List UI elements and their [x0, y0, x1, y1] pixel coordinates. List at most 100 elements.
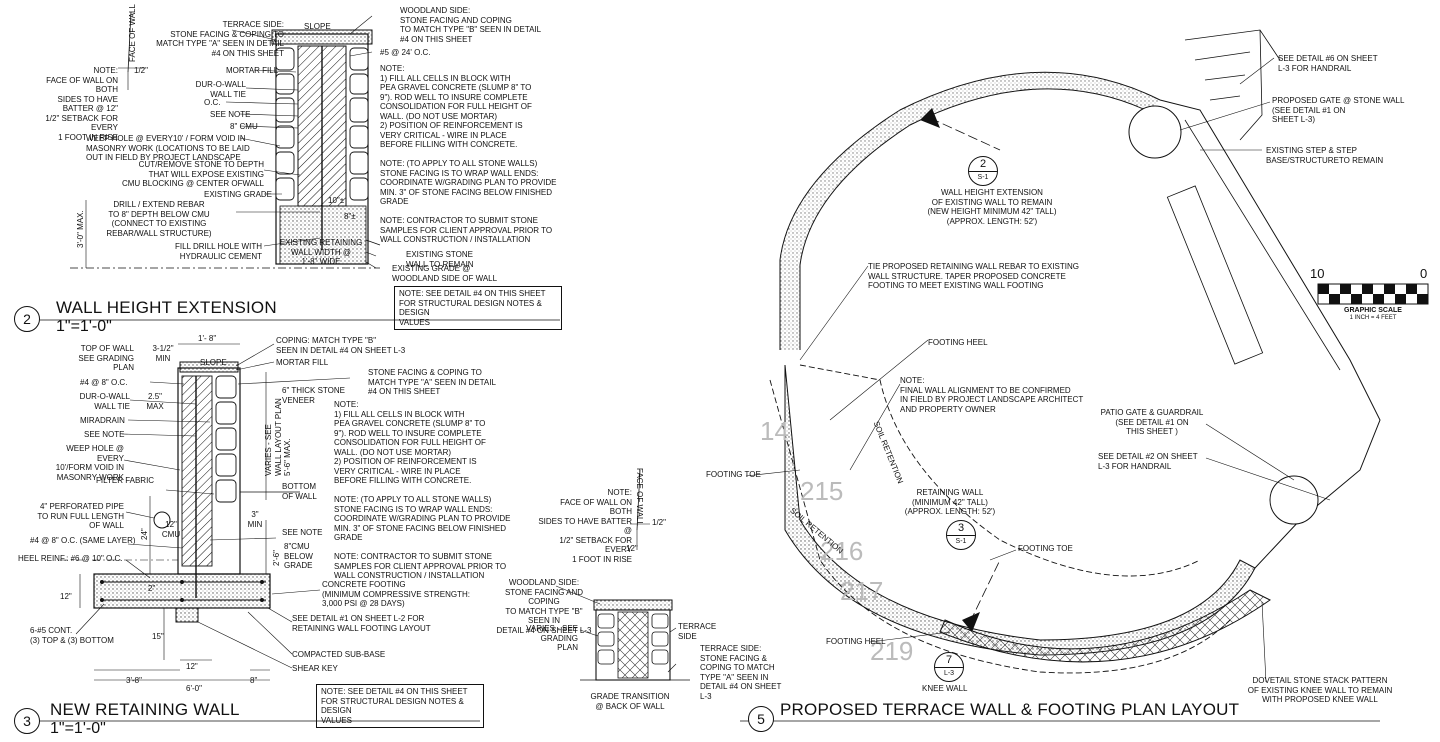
miradrain-label: MIRADRAIN — [80, 416, 125, 425]
weep-hole-note-3: WEEP HOLE @ EVERY 10'/FORM VOID IN MASON… — [55, 444, 124, 482]
slope-label: SLOPE — [304, 22, 331, 31]
cont-rebar-note: 6-#5 CONT. (3) TOP & (3) BOTTOM — [30, 626, 114, 645]
face-of-wall-label-4: FACE OF WALL — [635, 468, 644, 526]
bottom-of-wall-label: BOTTOM OF WALL — [282, 482, 317, 501]
contour-label: 219 — [870, 636, 913, 666]
perforated-pipe-note: 4" PERFORATED PIPE TO RUN FULL LENGTH OF… — [37, 502, 124, 530]
detail-4-section — [555, 469, 690, 681]
half-inch-label-4: 1/2" — [652, 518, 666, 527]
scale-10-label: 10 — [1310, 266, 1325, 281]
scale-0-label: 0 — [1420, 266, 1428, 281]
dim-12: 12" — [60, 592, 72, 601]
detail-3-scale: 1"=1'-0" — [50, 720, 106, 737]
drill-extend-note: DRILL / EXTEND REBAR TO 8" DEPTH BELOW C… — [106, 200, 212, 238]
proposed-gate-note: PROPOSED GATE @ STONE WALL (SEE DETAIL #… — [1272, 96, 1405, 124]
dim-8-label: 8"± — [344, 212, 356, 221]
detail-2-scale: 1"=1'-0" — [56, 318, 112, 335]
detail-3-title: NEW RETAINING WALL — [50, 700, 240, 719]
dim-8b: 8" — [250, 676, 258, 685]
see-note-label-3: SEE NOTE — [84, 430, 125, 439]
face-of-wall-label: FACE OF WALL — [128, 4, 137, 62]
footing-toe-label: FOOTING TOE — [706, 470, 761, 479]
dim-2: 2" — [148, 584, 156, 593]
see-note-label: SEE NOTE — [210, 110, 251, 119]
filter-fabric-label: FILTER FABRIC — [96, 476, 155, 485]
existing-stone-note: EXISTING STONE WALL TO REMAIN — [406, 250, 474, 269]
rebar-4-label: #4 @ 8" O.C. — [80, 378, 128, 387]
cut-remove-note: CUT/REMOVE STONE TO DEPTH THAT WILL EXPO… — [121, 160, 264, 188]
handrail-note-2: SEE DETAIL #2 ON SHEET L-3 FOR HANDRAIL — [1098, 452, 1198, 471]
dim-24: 24" — [140, 528, 149, 540]
contour-label: 215 — [800, 476, 843, 506]
existing-step-note: EXISTING STEP & STEP BASE/STRUCTURETO RE… — [1266, 146, 1384, 165]
shear-key-label: SHEAR KEY — [292, 664, 338, 673]
detail-2-section — [70, 11, 381, 269]
dim-3-8: 3'-8" — [126, 676, 142, 685]
stone-facing-note: STONE FACING & COPING TO MATCH TYPE "A" … — [368, 368, 496, 396]
dim-15: 15" — [152, 632, 164, 641]
oc-label: O.C. — [204, 98, 221, 107]
terrace-side-note: TERRACE SIDE: STONE FACING & COPING TO M… — [156, 20, 284, 58]
grade-transition-note: GRADE TRANSITION @ BACK OF WALL — [590, 692, 670, 711]
footing-heel-label: FOOTING HEEL — [928, 338, 988, 347]
varies-label: VARIES - SEE WALL LAYOUT PLAN 5'-6" MAX. — [264, 398, 292, 476]
slope-label-3: SLOPE — [200, 358, 227, 367]
detail-2-boxed-note: NOTE: SEE DETAIL #4 ON THIS SHEET FOR ST… — [394, 286, 562, 330]
dim-10-label: 10"± — [328, 196, 345, 205]
dur-o-wall-label: DUR-O-WALL WALL TIE — [195, 80, 246, 99]
contour-label: 216 — [820, 536, 863, 566]
graphic-scale-bar — [1317, 283, 1429, 305]
see-detail-1-note: SEE DETAIL #1 ON SHEET L-2 FOR RETAINING… — [292, 614, 431, 633]
graphic-scale-label: GRAPHIC SCALE — [1344, 307, 1402, 314]
woodland-side-note: WOODLAND SIDE: STONE FACING AND COPING T… — [400, 6, 542, 44]
detail-5-plan: 14 215 216 217 219 — [745, 29, 1429, 683]
cmu-below-label: 8"CMU BELOW GRADE — [284, 542, 313, 570]
fill-drill-note: FILL DRILL HOLE WITH HYDRAULIC CEMENT — [175, 242, 262, 261]
max-25-dim: 2.5" MAX — [146, 392, 164, 411]
terrace-side-label: TERRACE SIDE — [678, 622, 717, 641]
existing-grade-woodland-note: EXISTING GRADE @ WOODLAND SIDE OF WALL — [392, 264, 498, 283]
detail-2-number: 2 — [14, 306, 40, 332]
min-3-dim: 3" MIN — [247, 510, 263, 529]
detail-2-title: WALL HEIGHT EXTENSION — [56, 298, 277, 317]
dim-26: 2'-6" — [272, 550, 281, 566]
detail-2-structural-notes: NOTE: 1) FILL ALL CELLS IN BLOCK WITH PE… — [380, 64, 557, 244]
see-note-label-3b: SEE NOTE — [282, 528, 323, 537]
half-inch-label: 1/2" — [134, 66, 148, 75]
cmu-12-label: 12" CMU — [161, 520, 181, 539]
max-dim-label: 3'-0" MAX. — [76, 210, 85, 248]
detail-5-number: 5 — [748, 706, 774, 732]
compacted-sub-base-label: COMPACTED SUB-BASE — [292, 650, 386, 659]
contour-label: 217 — [840, 576, 883, 606]
footing-toe-label-2: FOOTING TOE — [1018, 544, 1073, 553]
dovetail-note: DOVETAIL STONE STACK PATTERN OF EXISTING… — [1247, 676, 1393, 704]
existing-retaining-note: EXISTING RETAINING WALL WIDTH @ 1'-8" WI… — [279, 238, 363, 266]
veneer-label: 6" THICK STONE VENEER — [282, 386, 346, 405]
dim-6-0: 6'-0" — [186, 684, 202, 693]
graphic-scale-sub: 1 INCH = 4 FEET — [1349, 315, 1397, 321]
contour-label: 14 — [760, 416, 789, 446]
rebar-same-layer: #4 @ 8" O.C. (SAME LAYER) — [30, 536, 136, 545]
detail-3-number: 3 — [14, 708, 40, 734]
detail-3-boxed-note: NOTE: SEE DETAIL #4 ON THIS SHEET FOR ST… — [316, 684, 484, 728]
detail-3-section — [60, 343, 351, 681]
terrace-side-note-4: TERRACE SIDE: STONE FACING & COPING TO M… — [700, 644, 782, 701]
tie-rebar-note: TIE PROPOSED RETAINING WALL REBAR TO EXI… — [868, 262, 1080, 290]
rebar-label: #5 @ 24' O.C. — [380, 48, 431, 57]
top-width-dim: 1'- 8" — [198, 334, 217, 343]
woodland-side-note-4: WOODLAND SIDE: STONE FACING AND COPING T… — [496, 578, 592, 635]
retaining-wall-note: RETAINING WALL (MINIMUM 42" TALL) (APPRO… — [904, 488, 996, 516]
concrete-footing-note: CONCRETE FOOTING (MINIMUM COMPRESSIVE ST… — [322, 580, 471, 608]
patio-gate-note: PATIO GATE & GUARDRAIL (SEE DETAIL #1 ON… — [1100, 408, 1204, 436]
top-of-wall-note: TOP OF WALL SEE GRADING PLAN — [78, 344, 134, 372]
final-alignment-note: NOTE: FINAL WALL ALIGNMENT TO BE CONFIRM… — [900, 376, 1084, 414]
handrail-note: SEE DETAIL #6 ON SHEET L-3 FOR HANDRAIL — [1278, 54, 1378, 73]
cmu-label: 8" CMU — [230, 122, 258, 131]
coping-note: COPING: MATCH TYPE "B" SEEN IN DETAIL #4… — [276, 336, 406, 355]
dim-12b: 12" — [186, 662, 198, 671]
batter-note-4: NOTE: FACE OF WALL ON BOTH SIDES TO HAVE… — [538, 488, 632, 564]
dur-o-wall-label-3: DUR-O-WALL WALL TIE — [79, 392, 130, 411]
mortar-fill-label: MORTAR FILL — [226, 66, 279, 75]
